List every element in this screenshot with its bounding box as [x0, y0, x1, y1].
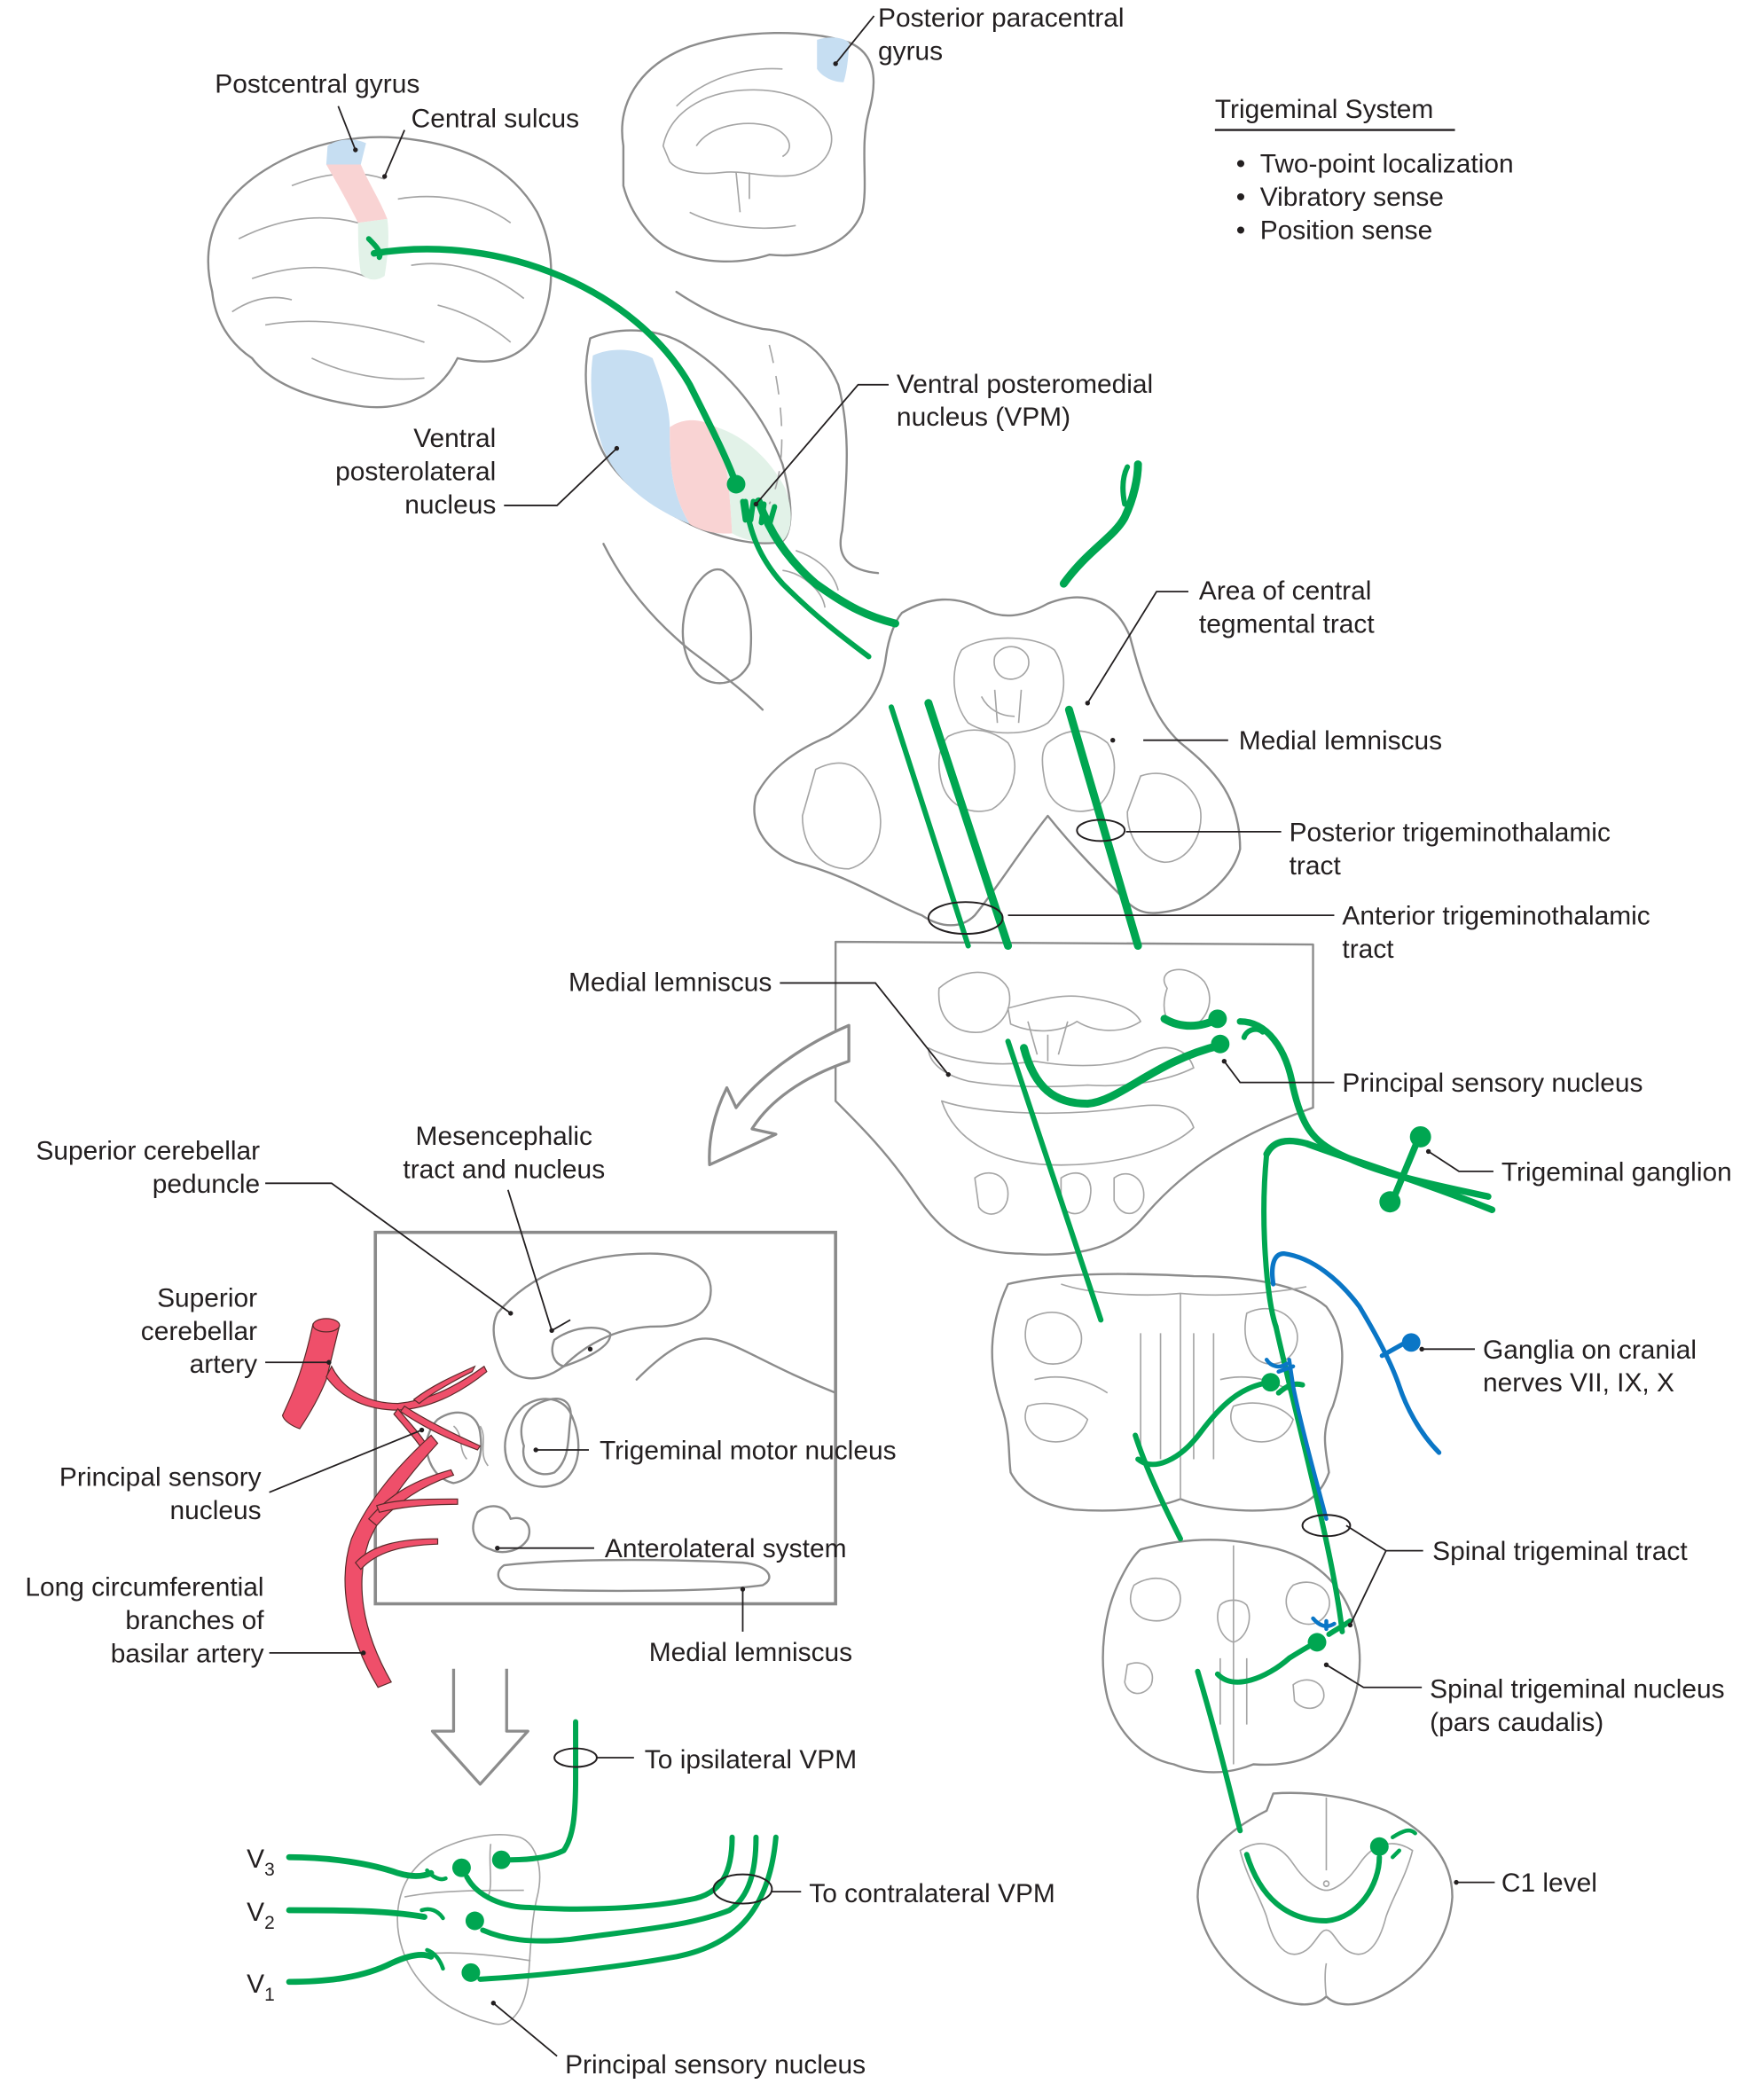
label-to-ipsilateral-vpm: To ipsilateral VPM [645, 1745, 857, 1775]
legend: Trigeminal System • Two-point localizati… [1214, 95, 1514, 245]
label-c1-level: C1 level [1501, 1869, 1597, 1898]
vpl-blue-region [591, 349, 690, 524]
postcentral-gyrus-region [325, 139, 366, 167]
vpm-cortex-region [357, 218, 388, 280]
label-central-sulcus: Central sulcus [412, 105, 579, 134]
legend-bullet: • [1236, 183, 1245, 212]
label-vpl: nucleus [404, 490, 496, 520]
label-posterior-trigeminothalamic: Posterior trigeminothalamic [1290, 818, 1611, 847]
label-v3: V3 [247, 1845, 275, 1880]
posterior-paracentral-gyrus-region [817, 37, 850, 82]
trigeminal-pathways [286, 236, 1496, 1986]
label-spinal-trigeminal-nucleus: Spinal trigeminal nucleus [1430, 1675, 1724, 1704]
label-central-tegmental: tegmental tract [1199, 610, 1375, 639]
legend-bullet: • [1236, 215, 1245, 245]
label-anterior-trigeminothalamic: Anterior trigeminothalamic [1342, 902, 1650, 931]
medial-brain-view [621, 32, 875, 263]
cranial-nerve-ganglion-cell [1401, 1333, 1421, 1352]
legend-item: Vibratory sense [1260, 183, 1444, 212]
legend-item: Two-point localization [1260, 149, 1514, 178]
upper-medulla-section [991, 1273, 1344, 1512]
vpl-pink-region [670, 419, 733, 534]
label-superior-cerebellar-peduncle: Superior cerebellar [35, 1136, 260, 1165]
pons-inset [373, 1230, 837, 1606]
down-arrow-icon [430, 1668, 529, 1786]
labels: Postcentral gyrus Central sulcus Posteri… [25, 4, 1731, 2080]
vpm-neuron [726, 474, 746, 494]
c1-spinal-section [1196, 1791, 1454, 2006]
cranial-nerve-pathways [1264, 1250, 1442, 1632]
label-posterior-trigeminothalamic: tract [1290, 851, 1342, 881]
label-superior-cerebellar-artery: cerebellar [141, 1317, 257, 1346]
label-superior-cerebellar-peduncle: peduncle [153, 1170, 260, 1199]
label-superior-cerebellar-artery: artery [190, 1350, 257, 1379]
label-mesencephalic: tract and nucleus [403, 1155, 605, 1184]
label-posterior-paracentral-gyrus: gyrus [878, 36, 943, 66]
label-ganglia-cranial-nerves: Ganglia on cranial [1483, 1336, 1697, 1365]
v3-ipsilateral-neuron [491, 1850, 511, 1869]
label-vpl: Ventral [413, 424, 496, 453]
lateral-brain-view [207, 136, 553, 409]
label-ganglia-cranial-nerves: nerves VII, IX, X [1483, 1368, 1674, 1398]
label-vpm: nucleus (VPM) [897, 403, 1070, 432]
midbrain-section [753, 596, 1242, 927]
pons-section [834, 940, 1314, 1256]
label-long-circumferential: branches of [125, 1606, 264, 1635]
label-spinal-trigeminal-tract: Spinal trigeminal tract [1432, 1537, 1688, 1566]
label-long-circumferential: Long circumferential [25, 1573, 263, 1602]
label-vpm: Ventral posteromedial [897, 370, 1153, 399]
label-posterior-paracentral-gyrus: Posterior paracentral [878, 4, 1125, 33]
label-vpl: posterolateral [335, 457, 496, 486]
label-long-circumferential: basilar artery [111, 1639, 264, 1668]
label-superior-cerebellar-artery: Superior [157, 1283, 257, 1312]
label-medial-lemniscus-midbrain: Medial lemniscus [1239, 726, 1442, 756]
label-anterolateral-system: Anterolateral system [605, 1534, 847, 1563]
curved-arrow-icon [708, 1023, 851, 1167]
thalamus-section [584, 290, 880, 711]
legend-bullet: • [1236, 149, 1245, 178]
label-to-contralateral-vpm: To contralateral VPM [809, 1879, 1055, 1908]
label-trigeminal-motor-nucleus: Trigeminal motor nucleus [600, 1436, 897, 1465]
label-central-tegmental: Area of central [1199, 576, 1371, 606]
label-trigeminal-ganglion: Trigeminal ganglion [1501, 1157, 1732, 1187]
label-medial-lemniscus-inset: Medial lemniscus [649, 1638, 852, 1667]
arteries [281, 1318, 488, 1688]
label-principal-sensory-nucleus-detail: Principal sensory nucleus [565, 2050, 866, 2080]
label-mesencephalic: Mesencephalic [416, 1122, 593, 1151]
label-principal-sensory-nucleus-pons: Principal sensory nucleus [1342, 1069, 1642, 1098]
label-medial-lemniscus-pons: Medial lemniscus [568, 968, 772, 997]
label-v2: V2 [247, 1898, 275, 1933]
central-sulcus-region [325, 164, 388, 223]
label-principal-sensory-nucleus-inset: nucleus [170, 1496, 262, 1525]
lower-medulla-section [1102, 1539, 1361, 1774]
legend-title: Trigeminal System [1215, 95, 1433, 124]
leader-lines [265, 15, 1495, 2057]
label-anterior-trigeminothalamic: tract [1342, 935, 1394, 964]
legend-item: Position sense [1260, 215, 1432, 245]
label-principal-sensory-nucleus-inset: Principal sensory [59, 1462, 262, 1492]
label-v1: V1 [247, 1970, 275, 2005]
label-spinal-trigeminal-nucleus: (pars caudalis) [1430, 1708, 1603, 1737]
trigeminal-ganglion-cell [1409, 1125, 1431, 1148]
label-postcentral-gyrus: Postcentral gyrus [215, 70, 419, 99]
